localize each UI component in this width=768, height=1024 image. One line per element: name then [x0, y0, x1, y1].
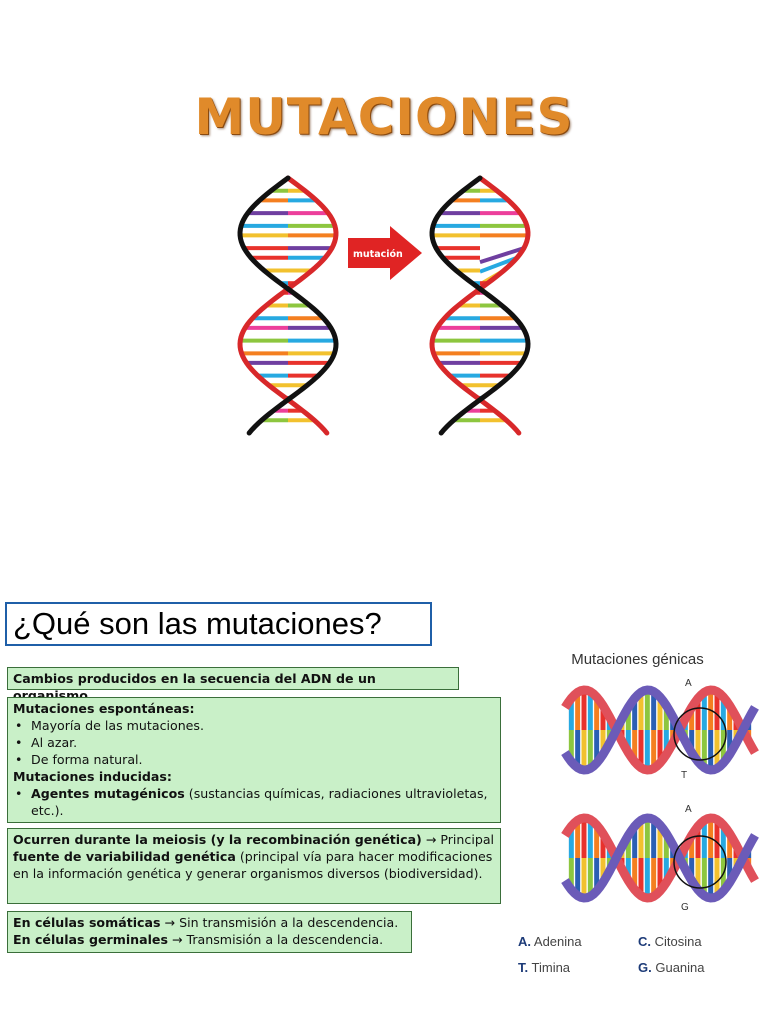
list-item: Agentes mutagénicos (sustancias químicas…: [13, 785, 495, 819]
legend-letter: G.: [638, 960, 652, 975]
variability-text: (principal vía para hacer modificaciones…: [13, 849, 493, 881]
legend-name: Adenina: [533, 934, 582, 949]
dna-helix-bottom: [561, 813, 759, 903]
base-label-a-top: A: [685, 678, 692, 689]
dna-helix-original: [237, 175, 339, 436]
mutagenic-agents-text: (sustancias químicas, radiaciones ultrav…: [31, 786, 488, 818]
legend-name: Guanina: [655, 960, 705, 975]
legend-name: Timina: [531, 960, 571, 975]
list-item: Al azar.: [13, 734, 495, 751]
heading-induced: Mutaciones inducidas:: [13, 769, 172, 784]
meiosis-box: Ocurren durante la meiosis (y la recombi…: [7, 828, 501, 904]
mutation-arrow: mutación: [348, 226, 422, 280]
list-item: De forma natural.: [13, 751, 495, 768]
germinal-label: En células germinales: [13, 932, 168, 947]
somatic-text: → Sin transmisión a la descendencia.: [160, 915, 399, 930]
definition-box: Cambios producidos en la secuencia del A…: [7, 667, 459, 703]
mutation-types-box: Mutaciones espontáneas: Mayoría de las m…: [7, 697, 501, 823]
variability-bold: fuente de variabilidad genética: [13, 849, 236, 864]
base-label-g: G: [681, 902, 689, 913]
mutagenic-agents-label: Agentes mutagénicos: [31, 786, 185, 801]
dna-mutation-illustration: mutación: [237, 175, 531, 436]
base-label-t: T: [681, 770, 687, 781]
cell-types-box: En células somáticas → Sin transmisión a…: [7, 911, 412, 953]
heading-spontaneous: Mutaciones espontáneas:: [13, 701, 195, 716]
legend-item-timina: T. Timina: [518, 960, 570, 975]
arrow-label: mutación: [353, 249, 403, 260]
list-item: Mayoría de las mutaciones.: [13, 717, 495, 734]
highlight-circle-top: [673, 707, 727, 761]
legend-item-adenina: A. Adenina: [518, 934, 582, 949]
base-label-a-bottom: A: [685, 804, 692, 815]
legend-item-guanina: G. Guanina: [638, 960, 705, 975]
germinal-text: → Transmisión a la descendencia.: [167, 932, 384, 947]
meiosis-bold: Ocurren durante la meiosis (y la recombi…: [13, 832, 422, 847]
meiosis-text: → Principal: [421, 832, 495, 847]
legend-item-citosina: C. Citosina: [638, 934, 702, 949]
gene-mutations-title: Mutaciones génicas: [571, 651, 704, 668]
dna-helix-top: [561, 685, 759, 775]
dna-helix-mutated: [429, 175, 531, 436]
legend-letter: A.: [518, 934, 531, 949]
legend-letter: C.: [638, 934, 651, 949]
highlight-circle-bottom: [673, 835, 727, 889]
section-question: ¿Qué son las mutaciones?: [5, 602, 432, 646]
page-title: MUTACIONES: [194, 88, 574, 146]
legend-name: Citosina: [654, 934, 702, 949]
somatic-label: En células somáticas: [13, 915, 161, 930]
legend-letter: T.: [518, 960, 529, 975]
gene-mutation-illustration: A T A G: [561, 678, 759, 913]
